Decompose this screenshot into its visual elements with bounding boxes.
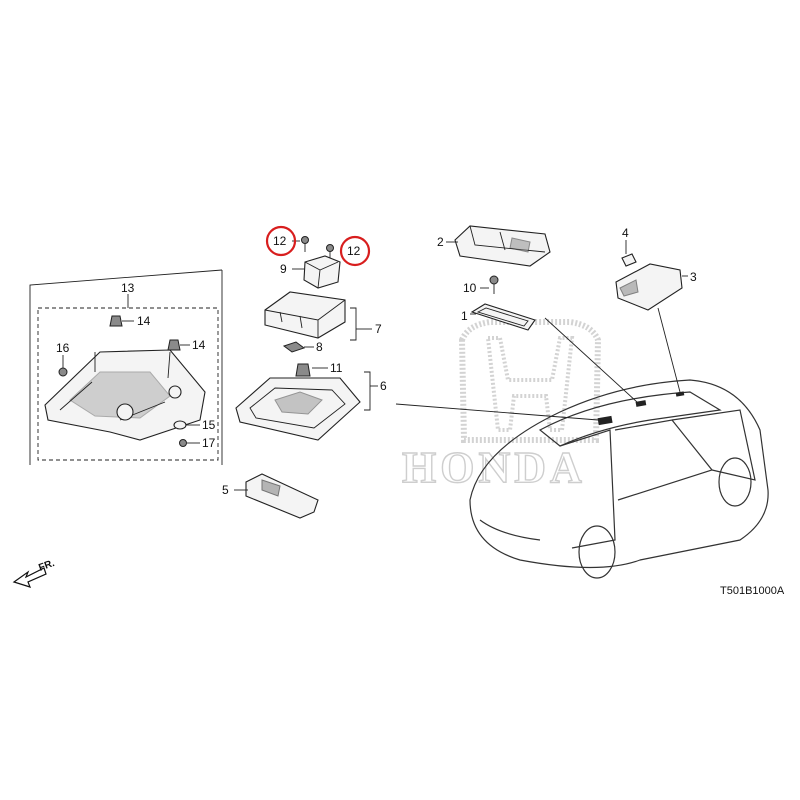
watermark-text: HONDA	[402, 443, 586, 492]
callout-8: 8	[316, 340, 323, 354]
screw-12b	[326, 244, 334, 260]
clip-14a	[109, 315, 123, 327]
callout-14a: 14	[137, 314, 151, 328]
callout-9: 9	[280, 262, 287, 276]
clip-11	[295, 363, 311, 377]
part-13-housing	[44, 349, 206, 441]
callout-14b: 14	[192, 338, 206, 352]
callout-7: 7	[375, 322, 382, 336]
screw-17	[179, 439, 187, 447]
callout-5: 5	[222, 483, 229, 497]
front-direction-arrow: FR.	[12, 558, 56, 588]
clip-14b	[167, 339, 181, 351]
fr-label: FR.	[37, 558, 56, 574]
part-2-lamp	[454, 225, 551, 267]
callout-17: 17	[202, 436, 216, 450]
callout-6: 6	[380, 379, 387, 393]
callout-12b: 12	[347, 244, 361, 258]
part-13-box	[37, 307, 219, 461]
part-4-bulb	[621, 253, 637, 267]
frame-line	[29, 269, 223, 465]
callout-3: 3	[690, 270, 697, 284]
screw-16	[58, 367, 68, 377]
diagram-code: T501B1000A	[720, 585, 785, 597]
callout-1: 1	[461, 309, 468, 323]
part-5-lamp	[245, 473, 319, 519]
part-7-unit	[264, 291, 346, 339]
part-8-pad	[282, 341, 306, 353]
callout-2: 2	[437, 235, 444, 249]
callout-4: 4	[622, 226, 629, 240]
highlight-circle-12a	[265, 225, 297, 257]
highlight-circle-12b	[339, 235, 371, 267]
callout-13: 13	[121, 281, 135, 295]
callout-10: 10	[463, 281, 477, 295]
car-outline	[469, 379, 769, 579]
screw-10	[489, 275, 499, 294]
callout-16: 16	[56, 341, 70, 355]
honda-watermark: HONDA	[401, 319, 602, 493]
callout-12a: 12	[273, 234, 287, 248]
part-6-console	[235, 377, 361, 441]
part-1-gasket	[470, 303, 536, 331]
callout-11: 11	[330, 361, 343, 375]
callout-15: 15	[202, 418, 216, 432]
part-3-lamp	[615, 263, 683, 311]
screw-12a	[301, 236, 309, 252]
cap-15	[173, 420, 187, 430]
part-9-bracket	[303, 255, 341, 289]
